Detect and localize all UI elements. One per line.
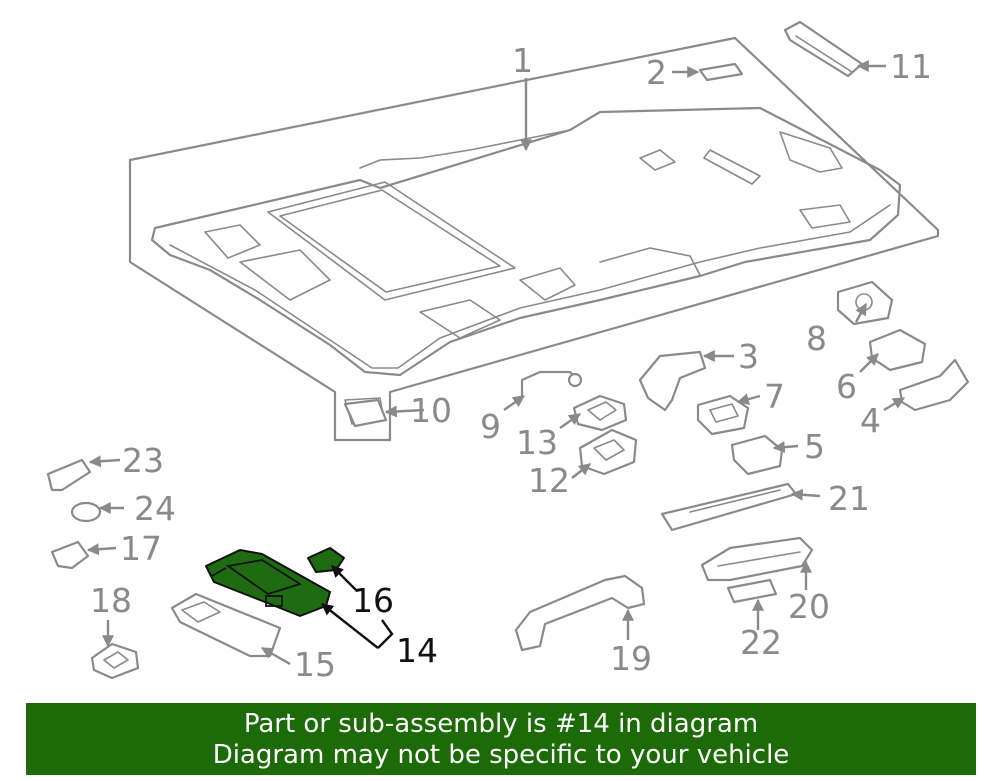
label-11: 11 [890,47,932,86]
callout-arrows [86,60,906,666]
label-7: 7 [764,377,785,416]
label-24: 24 [134,489,176,528]
part-22-clip [726,578,778,604]
label-21: 21 [828,479,870,518]
label-9: 9 [480,407,501,446]
label-15: 15 [294,645,336,684]
label-6: 6 [836,367,857,406]
label-23: 23 [122,441,164,480]
label-1: 1 [512,41,533,80]
part-4-lamp [898,358,970,412]
label-8: 8 [806,319,827,358]
part-24-cap [70,501,102,523]
part-10-clip [343,398,388,428]
part-13-lamp [572,394,628,432]
label-5: 5 [804,427,825,466]
part-6-frame [868,328,927,372]
part-17-clip [50,540,90,570]
part-19-grab-handle [514,574,646,652]
label-17: 17 [120,529,162,568]
part-12-bezel [578,428,638,476]
part-labels: 1 2 11 3 8 6 4 7 5 9 10 13 12 21 20 22 1… [90,41,932,684]
label-16: 16 [352,581,394,620]
label-13: 13 [516,423,558,462]
label-10: 10 [410,391,452,430]
part-5-housing [730,434,784,476]
part-7-lamp [696,394,750,436]
label-2: 2 [646,53,667,92]
label-18: 18 [90,581,132,620]
part-8-mount [836,280,894,326]
label-14: 14 [396,631,438,670]
label-4: 4 [860,401,881,440]
part-3-bracket [638,350,707,412]
notice-line-2: Diagram may not be specific to your vehi… [212,740,790,770]
part-2-pad [698,62,744,82]
part-18-mount [90,642,140,680]
callout-arrows-highlighted [321,565,394,649]
label-3: 3 [738,337,759,376]
label-19: 19 [610,639,652,678]
headliner-assembly [128,36,940,442]
label-12: 12 [528,461,570,500]
notice-line-1: Part or sub-assembly is #14 in diagram [243,709,759,739]
notice-banner: Part or sub-assembly is #14 in diagram D… [26,703,976,775]
label-22: 22 [740,623,782,662]
part-16-clip-highlighted [307,547,345,573]
label-20: 20 [788,587,830,626]
part-23-hook [46,458,92,492]
part-11-clip [783,20,864,78]
part-15-visor-panel [170,592,282,658]
